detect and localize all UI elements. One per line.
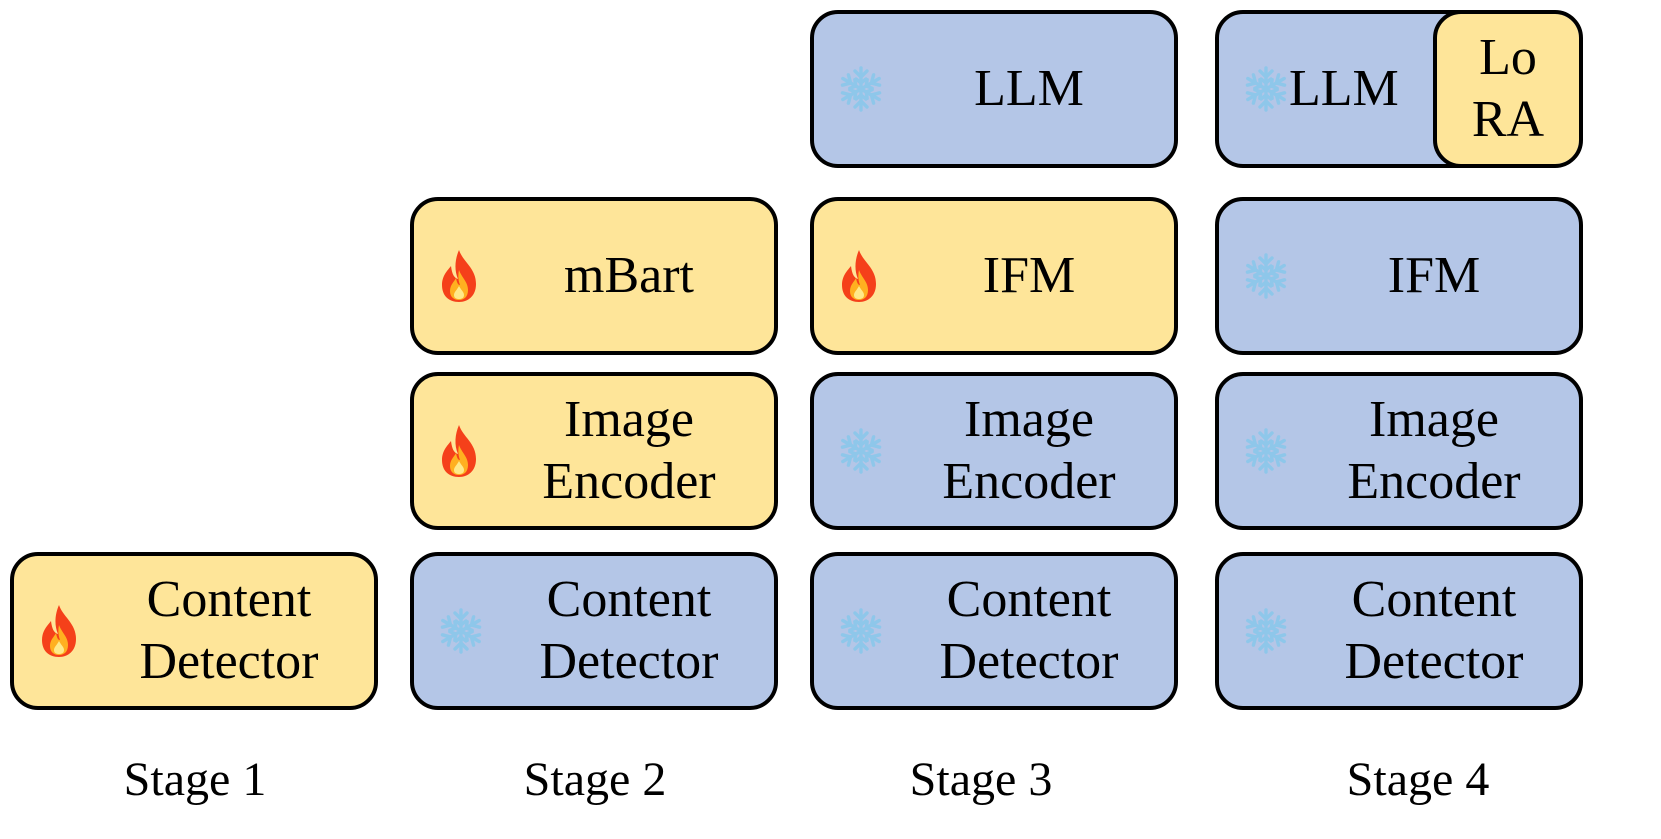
module-label-line: IFM — [982, 247, 1076, 304]
stage-label: Stage 3 — [909, 753, 1053, 806]
module-ifm-block: IFM — [1215, 197, 1583, 355]
module-label-line: Content — [1351, 571, 1517, 628]
module-label-line: Image — [1369, 391, 1499, 448]
module-label: LLM — [894, 58, 1164, 120]
module-ifm-block: IFM — [810, 197, 1178, 355]
lora-label-line: Lo — [1479, 29, 1537, 86]
module-label-line: Encoder — [542, 453, 716, 510]
snowflake-icon — [1241, 64, 1291, 114]
module-llm-block: LLM — [810, 10, 1178, 168]
fire-icon — [36, 603, 82, 659]
module-label: mBart — [494, 245, 764, 307]
snowflake-icon — [836, 606, 886, 656]
module-label-line: Image — [564, 391, 694, 448]
fire-icon — [836, 248, 882, 304]
module-label-line: Detector — [1344, 633, 1524, 690]
module-label-line: Content — [946, 571, 1112, 628]
stage-label: Stage 2 — [523, 753, 667, 806]
fire-icon — [436, 248, 482, 304]
module-label-line: Encoder — [1347, 453, 1521, 510]
stage-label: Stage 1 — [123, 753, 267, 806]
module-label-line: IFM — [1387, 247, 1481, 304]
stage-label: Stage 4 — [1346, 753, 1490, 806]
module-label-line: Content — [146, 571, 312, 628]
module-label-line: LLM — [1289, 60, 1399, 117]
module-label-line: Image — [964, 391, 1094, 448]
module-label-line: LLM — [974, 60, 1084, 117]
module-label-line: Detector — [139, 633, 319, 690]
snowflake-icon — [1241, 251, 1291, 301]
module-mbart-block: mBart — [410, 197, 778, 355]
module-label: IFM — [1299, 245, 1569, 307]
module-label-line: Detector — [539, 633, 719, 690]
lora-label-line: RA — [1471, 91, 1545, 148]
module-label-line: mBart — [564, 247, 694, 304]
module-label-line: Encoder — [942, 453, 1116, 510]
snowflake-icon — [836, 426, 886, 476]
module-label: LLM — [1289, 58, 1429, 120]
fire-icon — [436, 423, 482, 479]
module-label-line: Content — [546, 571, 712, 628]
module-label-line: Detector — [939, 633, 1119, 690]
module-label: IFM — [894, 245, 1164, 307]
snowflake-icon — [1241, 606, 1291, 656]
snowflake-icon — [836, 64, 886, 114]
snowflake-icon — [436, 606, 486, 656]
snowflake-icon — [1241, 426, 1291, 476]
